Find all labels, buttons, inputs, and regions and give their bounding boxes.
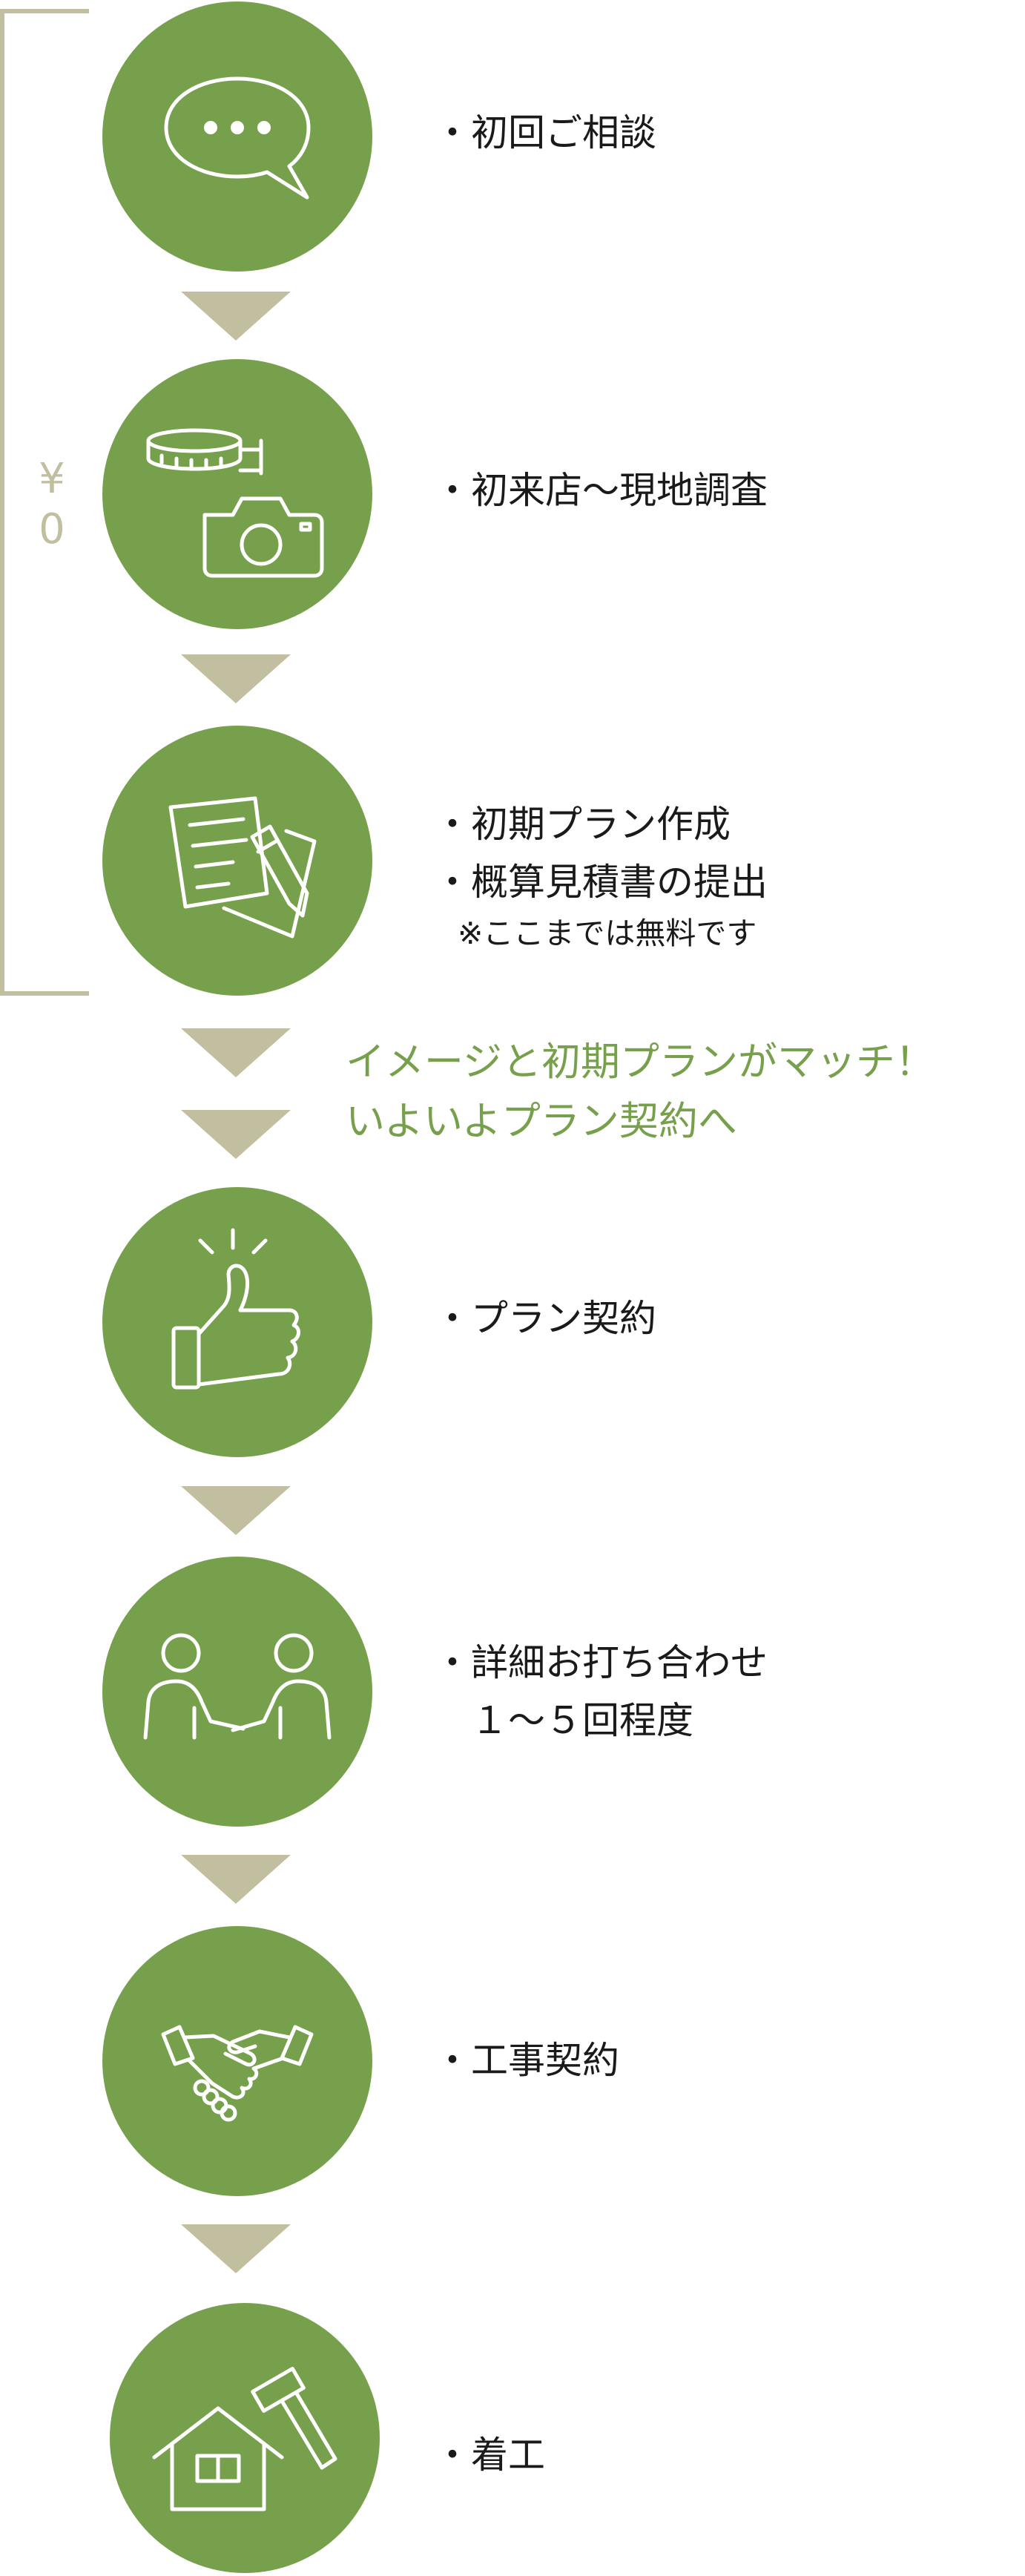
step-1-text: ・初回ご相談 (434, 104, 656, 162)
down-arrow-1 (181, 292, 291, 341)
step-2-line-1: ・初来店〜現地調査 (434, 469, 768, 512)
step-5-line-2: １〜５回程度 (434, 1699, 693, 1742)
yen-value: 0 (39, 505, 65, 553)
step-3-line-1: ・初期プラン作成 (434, 803, 731, 846)
free-price-label: ¥ 0 (30, 454, 74, 555)
down-arrow-2 (181, 654, 291, 703)
step-6-line-1: ・工事契約 (434, 2039, 619, 2082)
step-3-note: ※ここまでは無料です (458, 916, 757, 951)
tape-measure-camera-icon (146, 428, 324, 578)
down-arrow-3a (181, 1028, 291, 1077)
step-4-circle (102, 1187, 372, 1457)
free-range-bracket (0, 9, 89, 996)
step-7-text: ・着工 (434, 2426, 545, 2484)
step-5-text: ・詳細お打ち合わせ １〜５回程度 (434, 1634, 768, 1749)
step-5-line-1: ・詳細お打ち合わせ (434, 1641, 768, 1684)
step-4-line-1: ・プラン契約 (434, 1297, 656, 1340)
step-6-circle (102, 1926, 372, 2196)
down-arrow-6 (181, 2224, 291, 2273)
step-6-text: ・工事契約 (434, 2031, 619, 2089)
step-2-circle (102, 359, 372, 629)
meeting-people-icon (143, 1633, 332, 1740)
transition-message: イメージと初期プランがマッチ！ いよいよプラン契約へ (346, 1033, 935, 1151)
yen-symbol: ¥ (39, 455, 65, 503)
step-3-line-2: ・概算見積書の提出 (434, 861, 768, 904)
step-2-text: ・初来店〜現地調査 (434, 461, 768, 519)
speech-bubble-icon (164, 76, 311, 200)
down-arrow-5 (181, 1855, 291, 1904)
step-5-circle (102, 1557, 372, 1827)
step-7-line-1: ・着工 (434, 2434, 545, 2477)
step-1-line-1: ・初回ご相談 (434, 111, 656, 154)
step-3-text: ・初期プラン作成 ・概算見積書の提出 ※ここまでは無料です (434, 795, 768, 956)
house-hammer-icon (152, 2367, 337, 2511)
transition-message-line-1: イメージと初期プランがマッチ！ (346, 1039, 935, 1085)
down-arrow-4 (181, 1486, 291, 1535)
step-3-circle (102, 726, 372, 996)
down-arrow-3b (181, 1110, 291, 1159)
document-pencil-icon (168, 796, 317, 939)
step-4-text: ・プラン契約 (434, 1289, 656, 1347)
transition-message-line-2: いよいよプラン契約へ (346, 1099, 737, 1144)
handshake-icon (161, 2025, 314, 2122)
thumbs-up-icon (171, 1228, 300, 1390)
step-7-circle (110, 2303, 380, 2573)
step-1-circle (102, 1, 372, 272)
